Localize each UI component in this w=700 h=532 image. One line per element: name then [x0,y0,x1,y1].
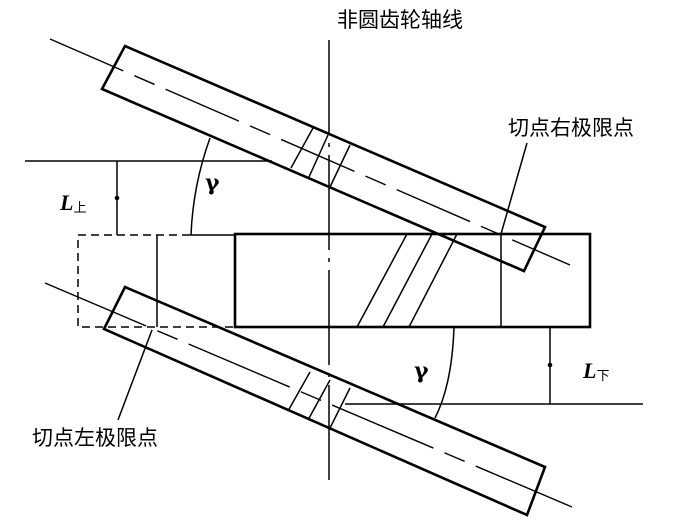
upper-distance-symbol: L [60,190,74,215]
upper-angle-arc [190,137,211,236]
left-limit-leader [117,329,153,421]
lower-rack [102,285,547,517]
right-limit-leader [500,142,528,235]
lower-angle-label: γ [414,358,429,384]
right-limit-label: 切点右极限点 [508,116,634,140]
gear-block [233,232,592,329]
lower-distance-symbol: L [583,358,597,383]
upper-distance-subscript: 上 [73,201,87,216]
gear-block-teeth [356,233,458,328]
axis-label: 非圆齿轮轴线 [337,8,463,32]
lower-rack-teeth [287,371,351,429]
lower-distance-subscript: 下 [596,369,610,384]
dashed-block [77,234,235,328]
upper-distance-label: L上 [60,190,86,216]
lower-angle-arc [434,326,455,419]
lower-rack-centerline [44,282,573,508]
upper-rack-centerline [49,38,571,266]
left-limit-label: 切点左极限点 [32,426,158,450]
upper-rack-teeth [290,127,351,188]
upper-rack [100,44,547,273]
lower-distance-label: L下 [583,358,609,384]
upper-angle-label: γ [205,170,220,196]
